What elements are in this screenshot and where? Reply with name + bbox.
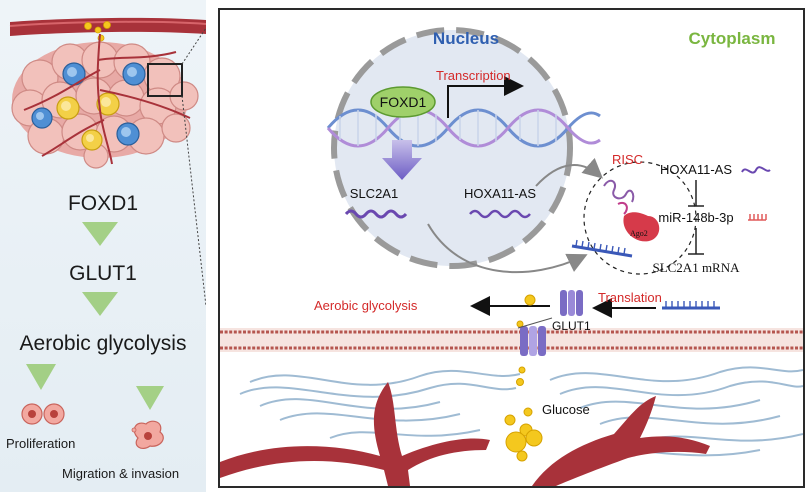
ago2-protein-icon [623,212,660,242]
left-panel-art [9,17,207,450]
expression-down-arrow [382,140,422,180]
mechanism-diagram: FOXD1 Transcription Nucleus Cytoplasm SL… [220,27,803,486]
glut1-label: GLUT1 [552,319,591,333]
cell-membrane [220,328,803,352]
risc-label: RISC [612,152,643,167]
risc-rna-icon [603,179,635,203]
hoxa11as-right-label: HOXA11-AS [660,162,732,177]
glucose-molecule-icon [524,294,536,306]
main-panel: FOXD1 Transcription Nucleus Cytoplasm SL… [218,8,805,488]
hoxa11as-export-arrow [535,157,603,187]
risc-mrna-icon [571,239,633,258]
nucleus-title: Nucleus [433,29,499,48]
zoom-box [147,63,183,97]
slc2a1-export-arrow [427,223,588,273]
migrating-cell-icon [131,420,164,450]
transcription-arrow [447,76,524,118]
ago2-label: Ago2 [630,229,648,238]
glucose-molecule-icon [516,320,524,328]
mrna-label: SLC2A1 mRNA [652,260,740,275]
hoxa11as-small-icon [741,166,771,174]
left-step-foxd1: FOXD1 [67,192,138,215]
glucose-cluster-icon [504,366,543,462]
mir-label: miR-148b-3p [658,210,733,225]
mirna-icon [748,214,767,221]
translation-label: Translation [598,290,662,305]
risc-complex [583,161,697,275]
glut1-transporter-icon [520,326,546,356]
aerobic-glycolysis-label: Aerobic glycolysis [314,298,418,313]
translation-mrna-icon [662,301,720,310]
foxd1-protein [370,86,436,118]
down-arrow-icon [26,222,164,410]
blood-vessel-icon [220,382,710,486]
foxd1-label: FOXD1 [380,94,427,110]
tumor-tissue-icon [11,33,199,169]
risc-strand-icon [617,202,628,215]
left-panel: FOXD1 GLUT1 Aerobic glycolysis Prolifera… [0,0,207,492]
cytoplasm-title: Cytoplasm [689,29,776,48]
dna-helix-icon [326,108,601,148]
zoom-lines [181,27,207,307]
hoxa11as-label: HOXA11-AS [464,186,536,201]
hoxa11as-rna-icon [469,209,531,219]
glut1-pointer [517,317,553,329]
transcription-label: Transcription [436,68,511,83]
left-outcome-migration: Migration & invasion [62,466,180,481]
nucleus [331,27,573,269]
left-step-aerobic-glycolysis: Aerobic glycolysis [19,332,187,355]
slc2a1-label: SLC2A1 [350,186,398,201]
glut1-protein-icon [560,290,583,316]
slc2a1-rna-icon [344,209,408,219]
proliferation-cells-icon [21,403,65,425]
glucose-label: Glucose [542,402,590,417]
left-step-glut1: GLUT1 [69,262,137,285]
left-outcome-proliferation: Proliferation [6,436,76,451]
